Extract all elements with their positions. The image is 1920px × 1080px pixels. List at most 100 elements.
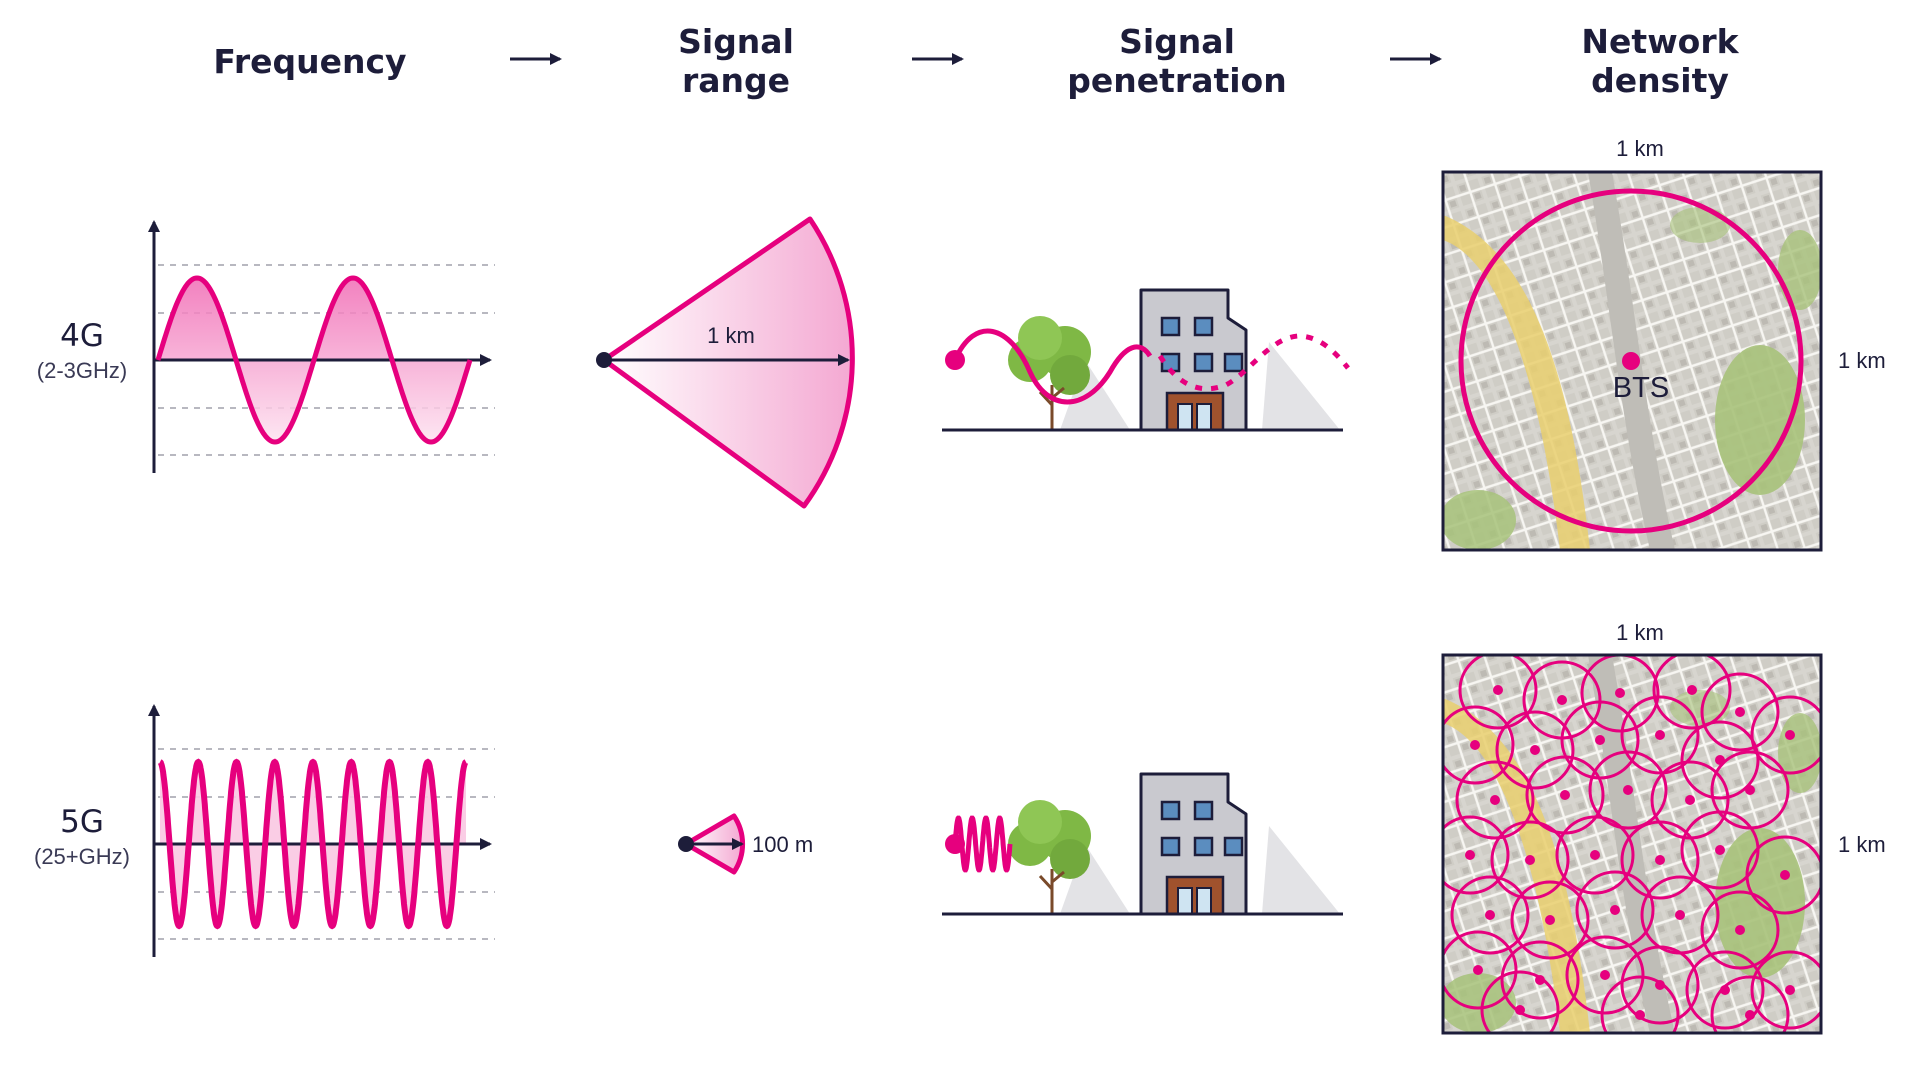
small-cell-dot: [1470, 740, 1480, 750]
small-cell-dot: [1687, 685, 1697, 695]
map-side-label-5g: 1 km: [1838, 832, 1886, 857]
map-top-label-4g: 1 km: [1616, 136, 1664, 161]
band-5g-label: (25+GHz): [34, 844, 130, 869]
generation-4g-label: 4G: [60, 318, 104, 354]
small-cell-dot: [1780, 870, 1790, 880]
density-map-4g: BTS 1 km 1 km: [1441, 136, 1886, 552]
small-cell-ring: [1490, 820, 1570, 900]
range-sector-4g: [601, 216, 855, 509]
small-cell-ring: [1685, 950, 1765, 1030]
small-cell-dot: [1595, 735, 1605, 745]
header-frequency: Frequency: [160, 42, 460, 81]
small-cell-dot: [1745, 1010, 1755, 1020]
small-cell-dot: [1655, 855, 1665, 865]
map-top-label-5g: 1 km: [1616, 620, 1664, 645]
small-cell-ring: [1555, 815, 1635, 895]
small-cell-dot: [1485, 910, 1495, 920]
small-cell-dot: [1590, 850, 1600, 860]
small-cell-dot: [1735, 925, 1745, 935]
small-cell-dot: [1557, 695, 1567, 705]
small-cell-ring: [1443, 930, 1518, 1010]
bts-dot-4g: [1622, 352, 1640, 370]
small-cell-ring: [1588, 750, 1668, 830]
signal-source-dot-5g: [945, 834, 965, 854]
small-cell-ring: [1652, 655, 1732, 730]
small-cell-dot: [1473, 965, 1483, 975]
small-cell-ring: [1620, 820, 1700, 900]
small-cell-ring: [1458, 655, 1538, 730]
small-cell-dot: [1545, 915, 1555, 925]
small-cell-dot: [1515, 1005, 1525, 1015]
small-cell-dot: [1785, 730, 1795, 740]
tree-shadow-4g: [1060, 360, 1130, 430]
tree-shadow-5g: [1060, 844, 1130, 914]
small-cell-ring: [1745, 835, 1821, 915]
small-cell-ring: [1443, 705, 1515, 785]
building-4g: [1139, 288, 1248, 432]
tree-4g: [1008, 316, 1091, 430]
header-network-density-line1: Network: [1581, 22, 1739, 61]
small-cell-dot: [1685, 795, 1695, 805]
small-cell-dot: [1610, 905, 1620, 915]
signal-wave-5g: [952, 815, 1013, 873]
generation-5g-label: 5G: [60, 804, 104, 840]
small-cells-5g: [1443, 655, 1821, 1033]
small-cell-dot: [1525, 855, 1535, 865]
band-4g-label: (2-3GHz): [36, 358, 128, 383]
density-map-5g: 1 km 1 km: [1441, 620, 1886, 1035]
small-cell-ring: [1575, 870, 1655, 950]
small-cell-dot: [1493, 685, 1503, 695]
small-cell-ring: [1620, 945, 1700, 1025]
header-signal-range-line1: Signal: [678, 22, 794, 61]
range-origin-dot-5g: [678, 836, 694, 852]
small-cell-dot: [1655, 730, 1665, 740]
small-cell-ring: [1680, 720, 1760, 800]
small-cell-dot: [1675, 910, 1685, 920]
signal-range-4g: 1 km: [596, 216, 855, 509]
small-cell-ring: [1750, 695, 1821, 775]
building-shadow-4g: [1262, 342, 1340, 430]
small-cell-ring: [1580, 655, 1660, 733]
sine-wave-4g: [155, 275, 473, 445]
small-cell-ring: [1750, 950, 1821, 1030]
small-cell-dot: [1600, 970, 1610, 980]
small-cell-dot: [1635, 1010, 1645, 1020]
penetration-scene-4g: [942, 288, 1350, 432]
range-label-4g: 1 km: [707, 323, 755, 348]
row-label-4g: 4G (2-3GHz): [20, 318, 144, 384]
signal-wave-4g: [952, 328, 1153, 405]
header-network-density-line2: density: [1591, 61, 1729, 100]
small-cell-ring: [1510, 880, 1590, 960]
small-cell-ring: [1700, 672, 1780, 752]
small-cell-dot: [1623, 785, 1633, 795]
signal-source-dot-4g: [945, 350, 965, 370]
frequency-chart-4g: [148, 220, 495, 473]
map-frame-5g: [1441, 653, 1823, 1035]
range-origin-dot-4g: [596, 352, 612, 368]
header-network-density: Network density: [1510, 22, 1810, 100]
header-signal-penetration-line2: penetration: [1067, 61, 1287, 100]
signal-range-5g: 100 m: [678, 813, 813, 875]
small-cell-ring: [1480, 970, 1560, 1033]
small-cell-dot: [1735, 707, 1745, 717]
map-frame-4g: [1441, 170, 1823, 552]
sine-wave-5g: [157, 758, 469, 930]
small-cell-ring: [1450, 875, 1530, 955]
small-cell-ring: [1620, 695, 1700, 775]
small-cell-dot: [1745, 785, 1755, 795]
row-label-5g: 5G (25+GHz): [20, 804, 144, 870]
range-label-5g: 100 m: [752, 832, 813, 857]
small-cell-ring: [1495, 710, 1575, 790]
building-5g: [1139, 772, 1248, 916]
header-frequency-text: Frequency: [213, 42, 407, 81]
small-cell-ring: [1700, 890, 1780, 970]
header-signal-range: Signal range: [586, 22, 886, 100]
header-signal-penetration-line1: Signal: [1119, 22, 1235, 61]
building-shadow-5g: [1262, 826, 1340, 914]
small-cell-dot: [1490, 795, 1500, 805]
signal-wave-4g-attenuated: [1157, 333, 1350, 392]
small-cell-ring: [1565, 935, 1645, 1015]
small-cell-dot: [1465, 850, 1475, 860]
map-side-label-4g: 1 km: [1838, 348, 1886, 373]
